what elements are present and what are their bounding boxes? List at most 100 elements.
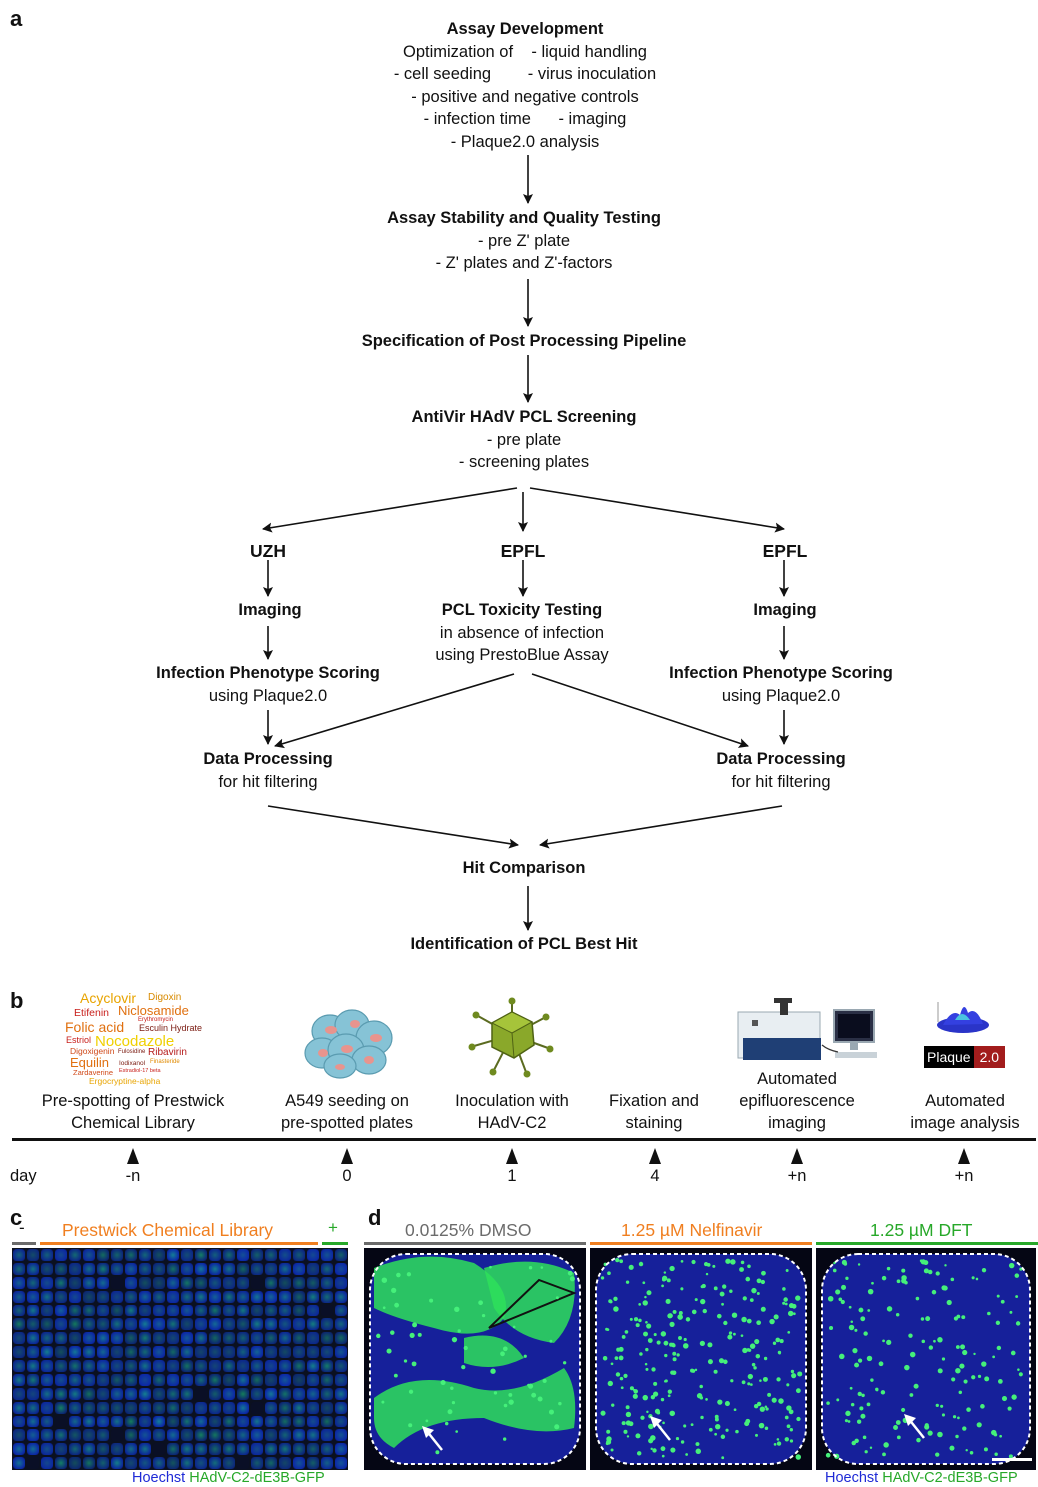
plate-well	[139, 1457, 151, 1469]
plate-well	[69, 1304, 81, 1317]
plate-well	[251, 1443, 263, 1456]
plate-well	[181, 1346, 193, 1358]
plate-well	[209, 1457, 221, 1469]
plate-well	[265, 1249, 277, 1261]
plate-well	[223, 1262, 235, 1275]
plate-well	[139, 1276, 151, 1289]
infected-cell	[1011, 1394, 1017, 1400]
infected-cell	[678, 1311, 683, 1315]
infected-cell	[745, 1276, 751, 1282]
infected-cell	[788, 1409, 794, 1415]
plate-well	[209, 1290, 221, 1303]
plate-well	[55, 1401, 67, 1414]
plate-well	[181, 1249, 193, 1261]
plate-well	[265, 1443, 277, 1456]
infected-cell	[512, 1325, 516, 1329]
plate-well	[335, 1332, 347, 1345]
infected-cell	[839, 1353, 845, 1360]
infected-cell	[1018, 1372, 1023, 1377]
plate-well	[111, 1429, 123, 1442]
infected-cell	[882, 1339, 885, 1343]
infected-cell	[860, 1413, 866, 1419]
infected-cell	[719, 1291, 725, 1297]
plate-well	[111, 1443, 123, 1456]
plaque-logo-version: 2.0	[973, 1046, 1006, 1068]
plate-well	[181, 1262, 193, 1275]
infected-cell	[956, 1314, 961, 1319]
infected-cell	[859, 1406, 864, 1411]
infected-cell	[690, 1368, 695, 1373]
infected-cell	[669, 1410, 676, 1417]
infected-cell	[629, 1317, 633, 1321]
infected-cell	[944, 1264, 947, 1267]
plate-well	[251, 1387, 263, 1400]
assay-dev-line: - cell seeding - virus inoculation	[393, 65, 657, 83]
infected-cell	[381, 1277, 388, 1283]
infected-cell	[862, 1435, 867, 1440]
infected-cell	[605, 1442, 609, 1446]
infected-cell	[408, 1389, 414, 1394]
infected-cell	[940, 1404, 944, 1408]
infected-cell	[789, 1439, 794, 1443]
plate-well	[97, 1262, 109, 1275]
plate-well	[223, 1276, 235, 1289]
infected-cell	[619, 1376, 624, 1381]
plate-well	[223, 1332, 235, 1345]
uzh-data-title: Data Processing	[203, 750, 333, 768]
plate-well	[265, 1290, 277, 1303]
infected-cell	[973, 1352, 976, 1356]
infected-cell	[920, 1317, 925, 1321]
infected-cell	[642, 1300, 648, 1306]
epfl-right-site: EPFL	[763, 540, 808, 564]
infected-cell	[925, 1316, 931, 1322]
plate-well	[321, 1401, 333, 1414]
plate-well	[97, 1318, 109, 1331]
infected-cell	[620, 1386, 624, 1390]
infected-cell	[751, 1362, 756, 1367]
infected-cell	[623, 1429, 628, 1434]
plate-well	[111, 1332, 123, 1345]
well-image-dmso	[364, 1248, 586, 1470]
panel-b-label: b	[10, 988, 24, 1013]
plate-well	[13, 1415, 25, 1428]
infected-cell	[680, 1440, 685, 1444]
plate-well	[13, 1387, 25, 1400]
infected-cell	[626, 1435, 630, 1438]
plate-well	[321, 1457, 333, 1469]
infected-cell	[746, 1348, 751, 1352]
panel-d-label: d	[368, 1205, 382, 1230]
plate-well	[125, 1276, 137, 1289]
plate-well	[237, 1443, 249, 1456]
plate-well	[181, 1332, 193, 1345]
plate-well	[265, 1304, 277, 1317]
infected-cell	[1000, 1299, 1005, 1304]
plate-well	[125, 1304, 137, 1317]
plate-well	[69, 1276, 81, 1289]
well-outline	[821, 1253, 1031, 1465]
plate-well	[195, 1443, 207, 1456]
plate-well	[167, 1318, 179, 1331]
infected-cell	[396, 1272, 401, 1278]
infected-cell	[946, 1299, 952, 1306]
plate-well	[125, 1401, 137, 1414]
infected-cell	[463, 1345, 468, 1351]
infected-cell	[672, 1351, 677, 1356]
plate-well	[209, 1429, 221, 1442]
plate-well	[27, 1429, 39, 1442]
infected-cell	[718, 1358, 725, 1364]
infected-cell	[782, 1301, 786, 1305]
plate-well	[27, 1401, 39, 1414]
infected-cell	[490, 1368, 496, 1374]
plate-well	[279, 1401, 291, 1414]
infected-cell	[376, 1333, 381, 1339]
plate-well	[27, 1443, 39, 1456]
plate-well	[27, 1318, 39, 1331]
infected-cell	[955, 1345, 960, 1349]
infected-cell	[913, 1383, 919, 1389]
infected-cell	[904, 1364, 910, 1371]
plate-well	[279, 1457, 291, 1469]
plate-well	[167, 1262, 179, 1275]
infected-cell	[772, 1341, 777, 1345]
plate-well	[293, 1443, 305, 1456]
